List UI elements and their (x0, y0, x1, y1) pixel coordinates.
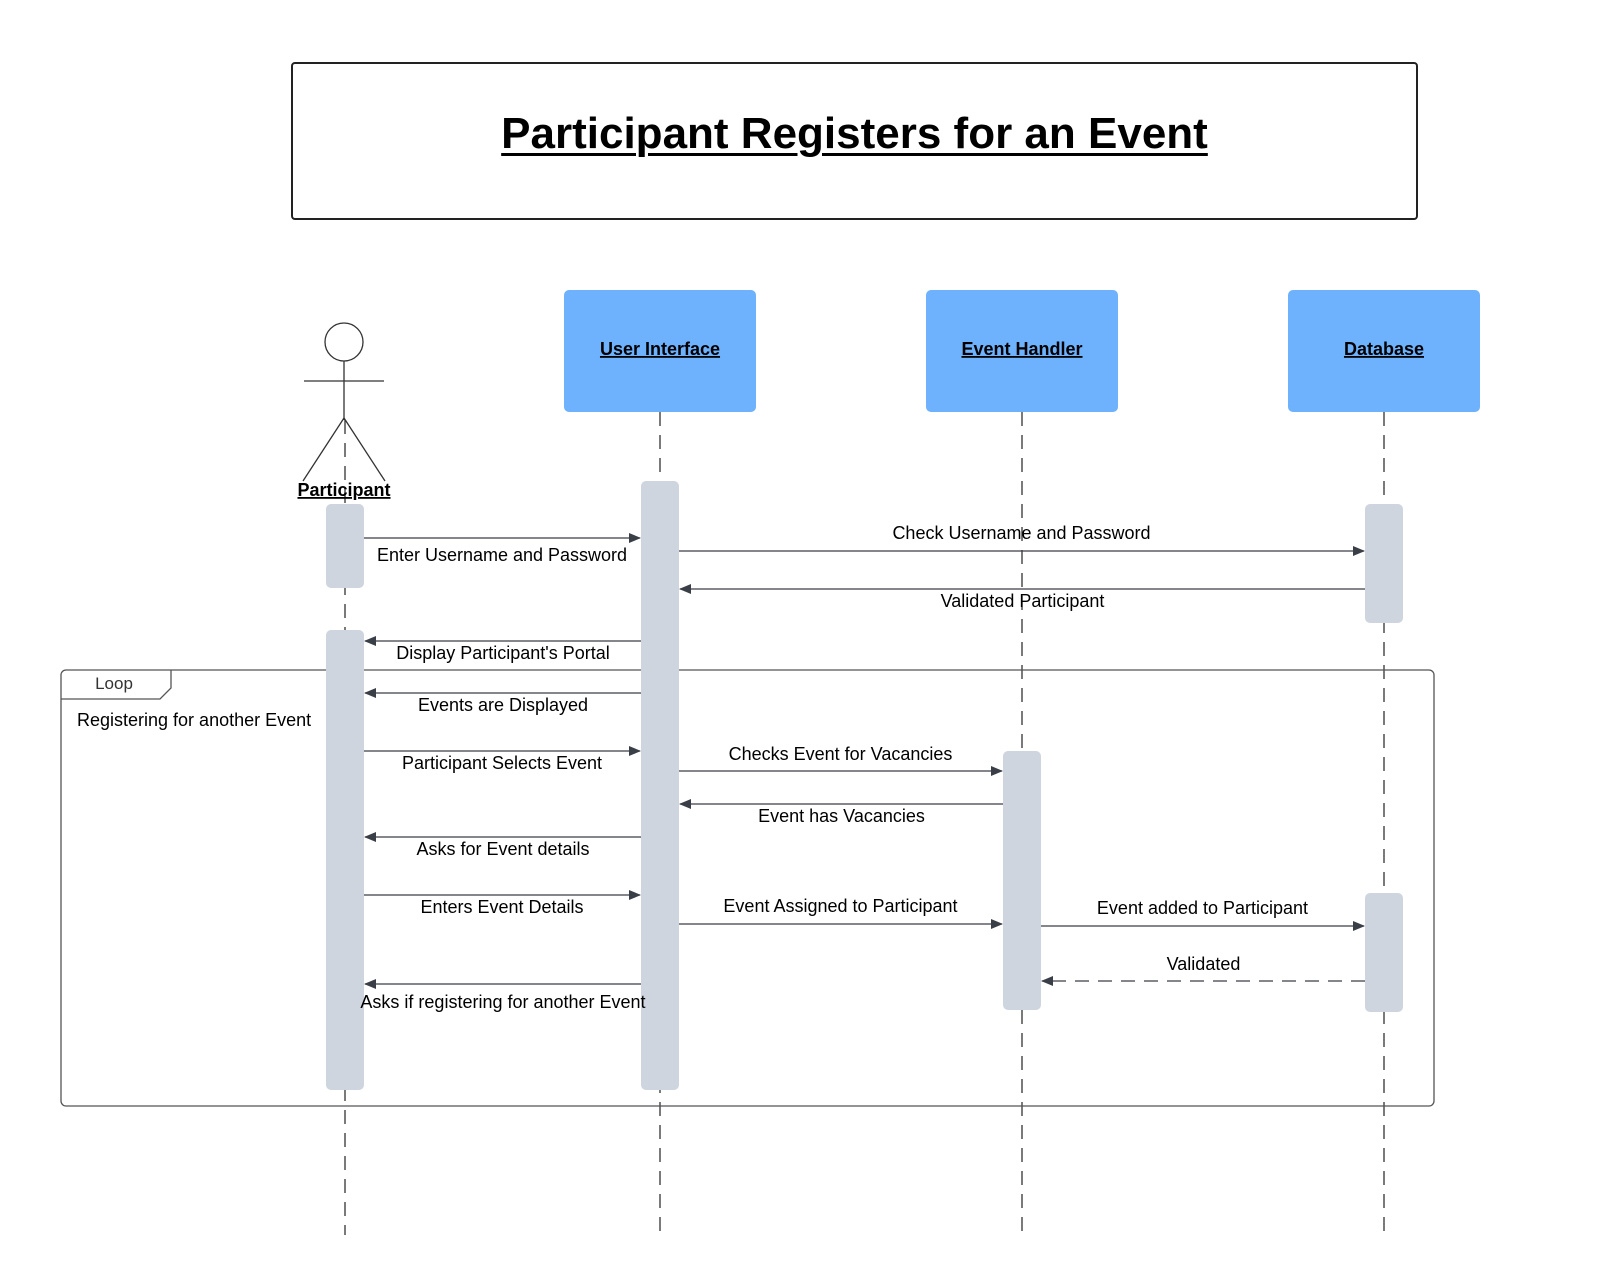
lifeline-label-eh: Event Handler (961, 339, 1082, 359)
message-label: Enter Username and Password (377, 545, 627, 565)
activation-bar-db (1365, 504, 1403, 623)
lifeline-box-db (1288, 290, 1480, 412)
stick-figure-icon (302, 322, 386, 482)
activation-bar-participant (326, 630, 364, 1090)
message-label: Display Participant's Portal (396, 643, 610, 663)
loop-fragment (60, 669, 1435, 1107)
diagram-title: Participant Registers for an Event (501, 109, 1208, 158)
message-label: Event has Vacancies (758, 806, 925, 826)
diagram-title-box: Participant Registers for an Event (291, 62, 1418, 220)
message-label: Participant Selects Event (402, 753, 602, 773)
lifeline-label-db: Database (1344, 339, 1424, 359)
activation-bar-ui (641, 481, 679, 1090)
activation-bar-db (1365, 893, 1403, 1012)
message-label: Event added to Participant (1097, 898, 1308, 918)
message-label: Asks for Event details (416, 839, 589, 859)
lifeline-box-eh (926, 290, 1118, 412)
loop-tag: Loop (95, 674, 133, 693)
loop-guard: Registering for another Event (77, 710, 311, 730)
message-label: Asks if registering for another Event (360, 992, 645, 1012)
loop-tag-box (61, 670, 172, 700)
actor-label: Participant (297, 480, 390, 500)
message-label: Enters Event Details (420, 897, 583, 917)
message-label: Check Username and Password (892, 523, 1150, 543)
message-label: Event Assigned to Participant (723, 896, 957, 916)
activation-bar-eh (1003, 751, 1041, 1010)
message-label: Checks Event for Vacancies (729, 744, 953, 764)
lifeline-box-ui (564, 290, 756, 412)
message-label: Events are Displayed (418, 695, 588, 715)
activation-bar-participant (326, 504, 364, 588)
message-label: Validated (1167, 954, 1241, 974)
lifeline-label-ui: User Interface (600, 339, 720, 359)
message-label: Validated Participant (941, 591, 1105, 611)
